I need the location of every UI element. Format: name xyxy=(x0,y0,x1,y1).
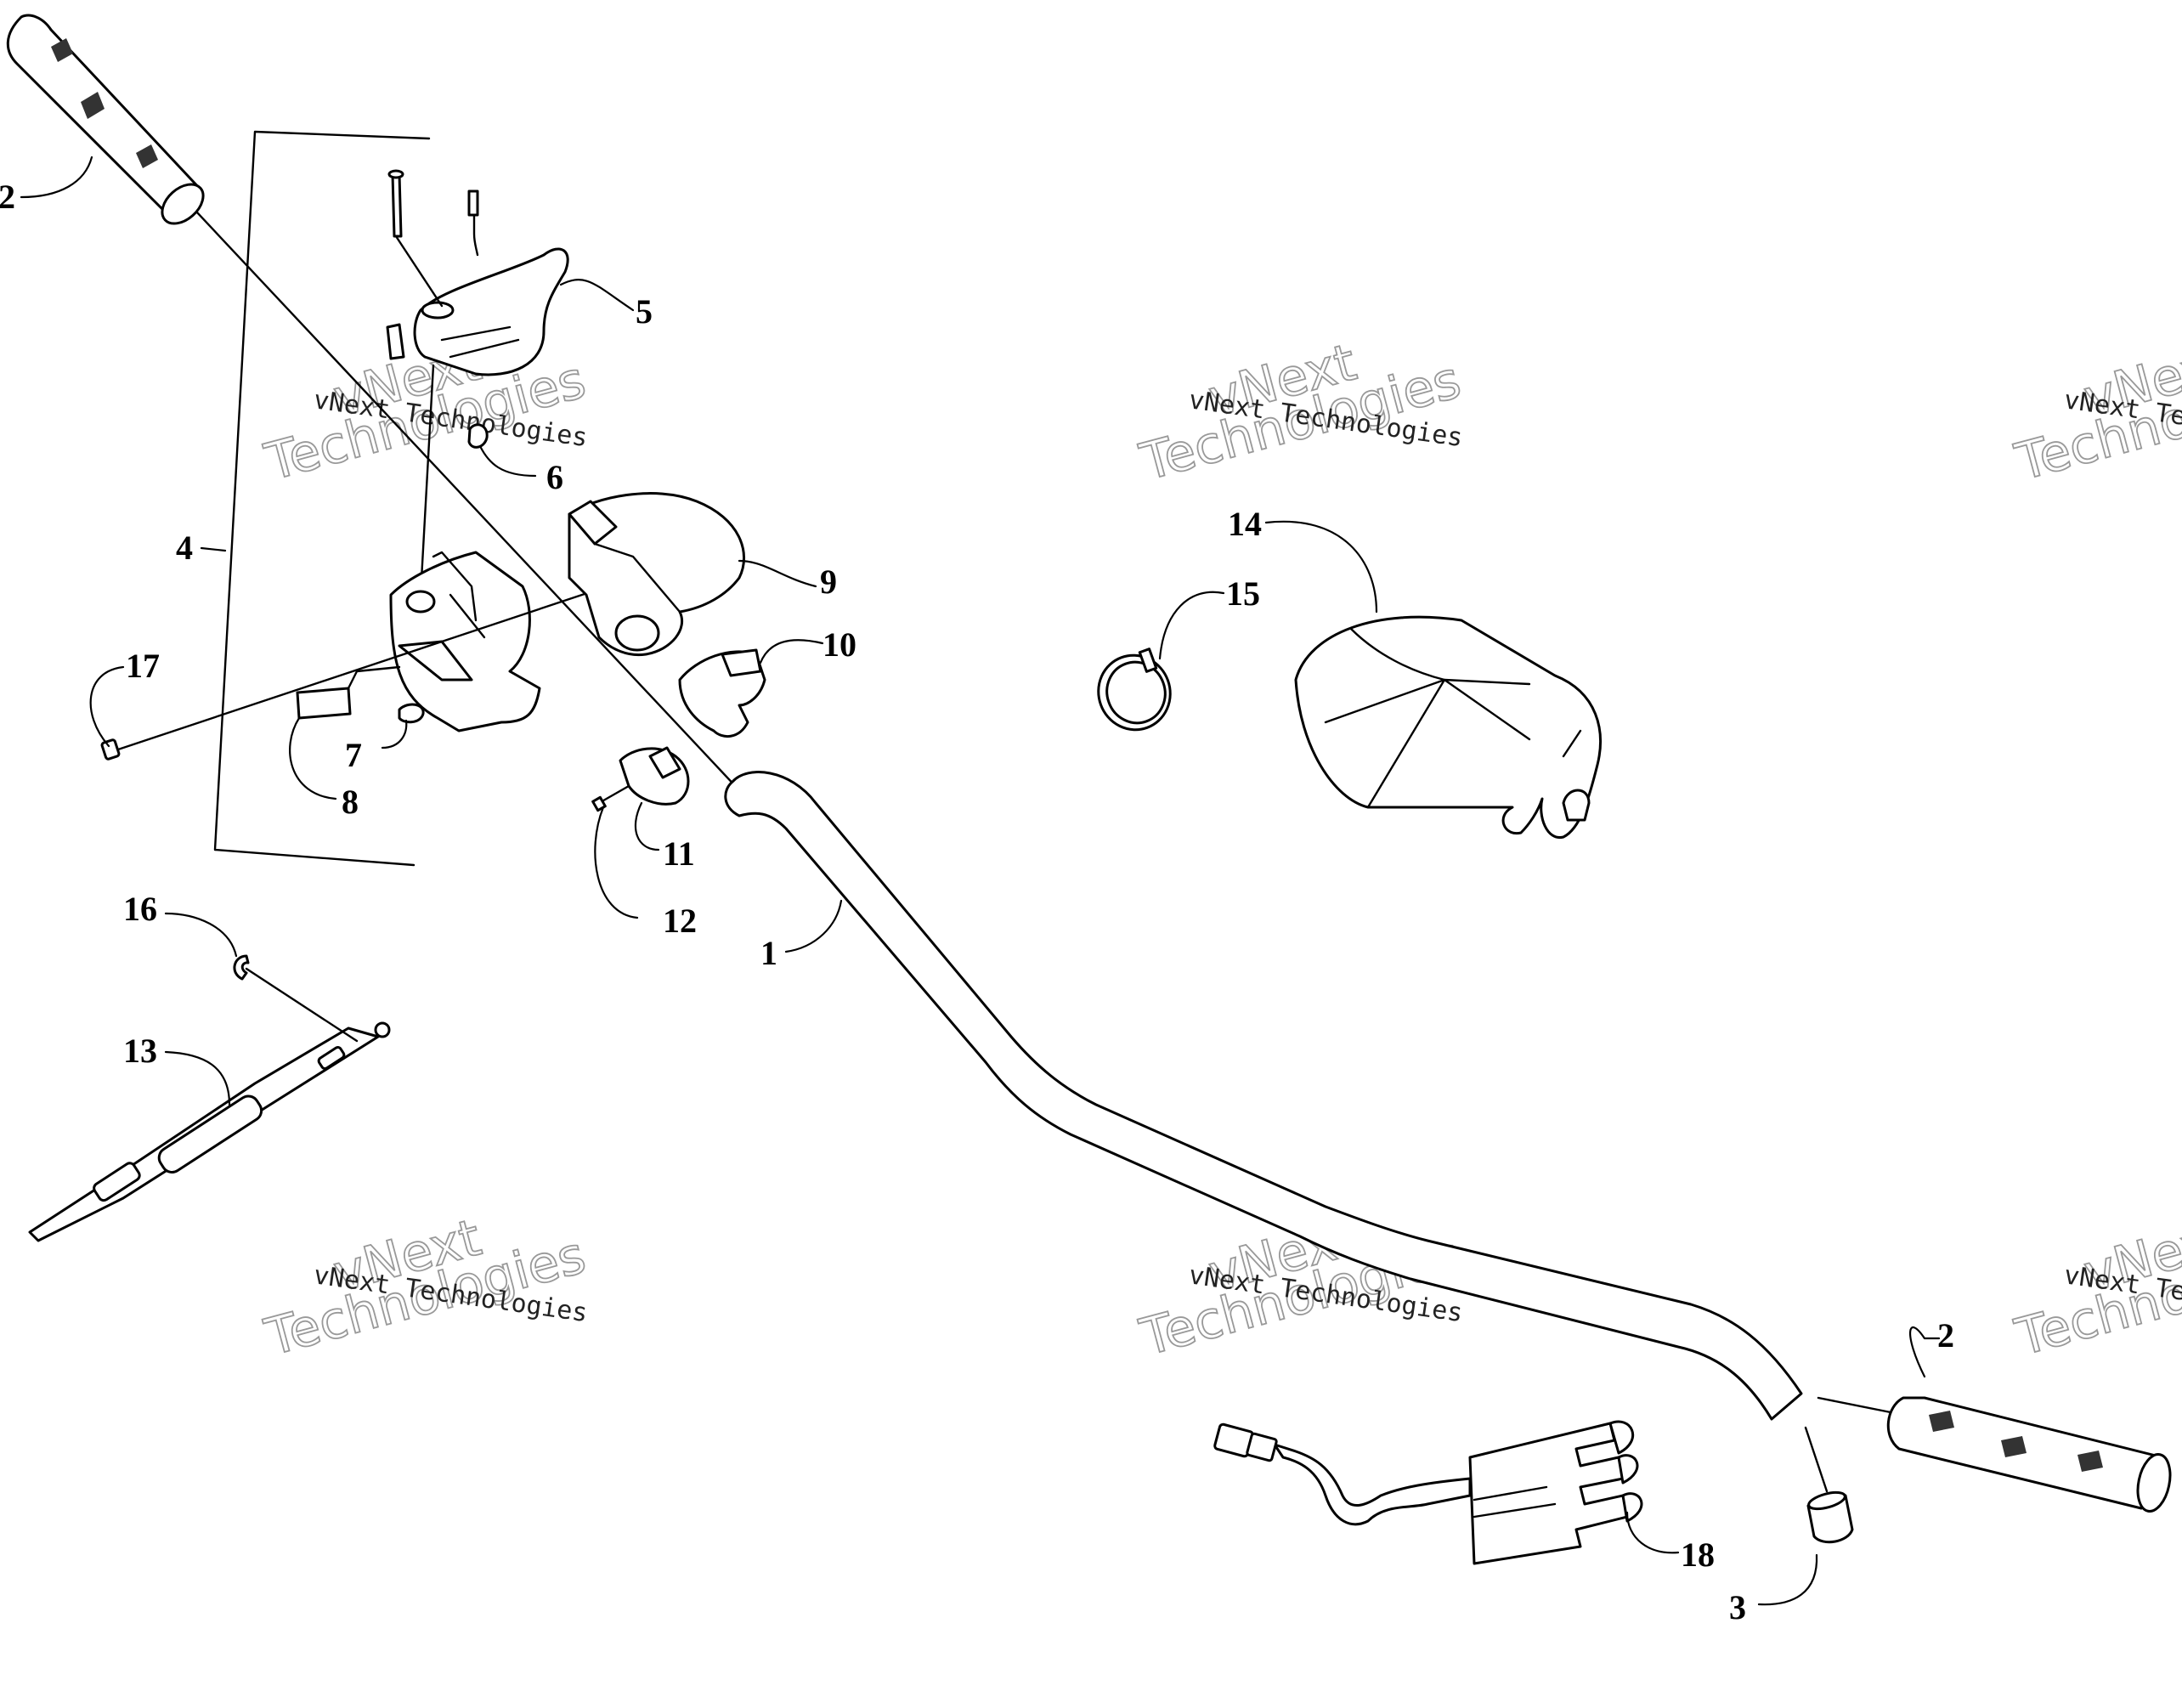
plug-centerline xyxy=(1804,1426,1829,1493)
leader-6 xyxy=(478,444,537,478)
callout-3: 3 xyxy=(1729,1588,1746,1626)
callout-1: 1 xyxy=(760,934,777,972)
callout-8: 8 xyxy=(342,783,359,821)
leader-2a xyxy=(20,156,93,199)
callout-15: 15 xyxy=(1226,574,1260,613)
throttle-cable xyxy=(28,1021,391,1242)
grip-right xyxy=(1886,1396,2172,1513)
callout-2-right: 2 xyxy=(1937,1316,1954,1355)
watermark-bottom-right: Technologies vNext vNext Technologies xyxy=(2009,1207,2182,1369)
throttle-lever xyxy=(413,247,569,376)
leader-14 xyxy=(1264,520,1378,614)
leader-11 xyxy=(634,801,660,851)
leader-8 xyxy=(289,716,337,800)
leader-7 xyxy=(381,719,408,749)
callout-14: 14 xyxy=(1228,505,1262,543)
callout-10: 10 xyxy=(822,625,856,664)
callout-5: 5 xyxy=(636,292,653,331)
hose-clamp xyxy=(1097,648,1172,732)
lever-wire xyxy=(472,194,479,257)
callout-13: 13 xyxy=(123,1032,157,1070)
watermark-top-right: Technologies vNext vNext Technologies xyxy=(2009,332,2182,494)
callout-9: 9 xyxy=(820,563,837,601)
callout-7: 7 xyxy=(345,736,362,774)
kill-switch xyxy=(678,648,766,738)
grip-heater xyxy=(1213,1420,1643,1565)
assembly-centerline xyxy=(195,211,741,792)
housing-screw xyxy=(398,703,425,724)
watermark-top-center: Technologies vNext vNext Technologies xyxy=(1133,332,1467,494)
end-plug xyxy=(1806,1490,1854,1544)
callout-6: 6 xyxy=(546,458,563,496)
lever-pin xyxy=(391,172,403,238)
small-screw xyxy=(597,784,630,805)
leader-12 xyxy=(594,806,639,919)
leader-5 xyxy=(559,279,635,312)
handlebar xyxy=(724,771,1803,1421)
spring xyxy=(467,423,489,449)
watermark-bottom-left: Technologies vNext vNext Technologies xyxy=(258,1207,592,1369)
assembly-guide-line xyxy=(394,235,444,308)
grip-texture-icon xyxy=(1929,1411,2103,1472)
leader-17 xyxy=(89,665,125,748)
throttle-cover xyxy=(568,492,746,657)
callout-16: 16 xyxy=(123,890,157,928)
callout-4: 4 xyxy=(176,529,193,567)
bracket-clip xyxy=(619,746,690,806)
leader-16 xyxy=(164,912,238,958)
leader-2b xyxy=(1908,1326,1941,1378)
grip-centerline-right xyxy=(1817,1396,1892,1414)
callout-11: 11 xyxy=(663,834,695,873)
callout-18: 18 xyxy=(1681,1536,1715,1574)
c-clip xyxy=(233,954,250,981)
callout-2-left: 2 xyxy=(0,178,15,216)
grip-left xyxy=(6,14,205,225)
assembly-guide-line xyxy=(419,364,435,597)
leader-3 xyxy=(1757,1553,1818,1606)
leader-10 xyxy=(759,639,824,665)
leader-4 xyxy=(200,546,227,552)
callout-12: 12 xyxy=(663,902,697,940)
leader-1 xyxy=(784,899,843,953)
hand-guard xyxy=(1294,615,1602,839)
callout-17: 17 xyxy=(126,647,160,685)
leader-13 xyxy=(164,1050,231,1106)
leader-15 xyxy=(1158,591,1225,660)
assembly-bracket xyxy=(213,130,431,867)
leader-18 xyxy=(1625,1511,1680,1554)
leader-9 xyxy=(738,559,817,588)
cable-guide-line xyxy=(245,967,359,1043)
bolt xyxy=(100,585,609,761)
grip-texture-icon xyxy=(51,38,158,168)
throttle-housing xyxy=(389,551,541,732)
label-pad xyxy=(296,687,352,720)
small-pin xyxy=(386,323,405,360)
